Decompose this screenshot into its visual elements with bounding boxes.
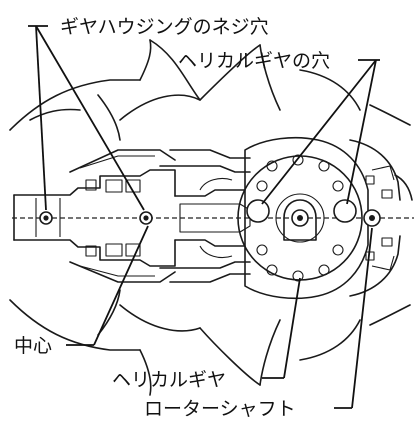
leader-rotor-shaft	[334, 227, 373, 409]
label-helical-gear: ヘリカルギヤ	[112, 369, 226, 391]
gear-housing-screw-hole-left	[39, 211, 53, 225]
gear-center-hub	[291, 209, 309, 227]
gear-housing-screw-hole-right	[139, 211, 153, 225]
helical-gear-hole-left	[246, 199, 270, 223]
label-helical-gear-holes: ヘリカルギヤの穴	[178, 50, 330, 72]
leader-helical-gear	[262, 277, 301, 379]
leader-gear-housing-screw-holes	[28, 25, 145, 211]
rotor-shaft-hole	[363, 209, 381, 227]
label-center: 中心	[14, 335, 52, 357]
helical-gear-hole-right	[333, 199, 357, 223]
label-gear-housing-screw-holes: ギヤハウジングのネジ穴	[60, 16, 269, 38]
leader-center	[66, 225, 149, 346]
housing-line-art	[9, 39, 413, 396]
leader-helical-gear-holes	[261, 59, 380, 205]
label-rotor-shaft: ローターシャフト	[144, 398, 296, 420]
